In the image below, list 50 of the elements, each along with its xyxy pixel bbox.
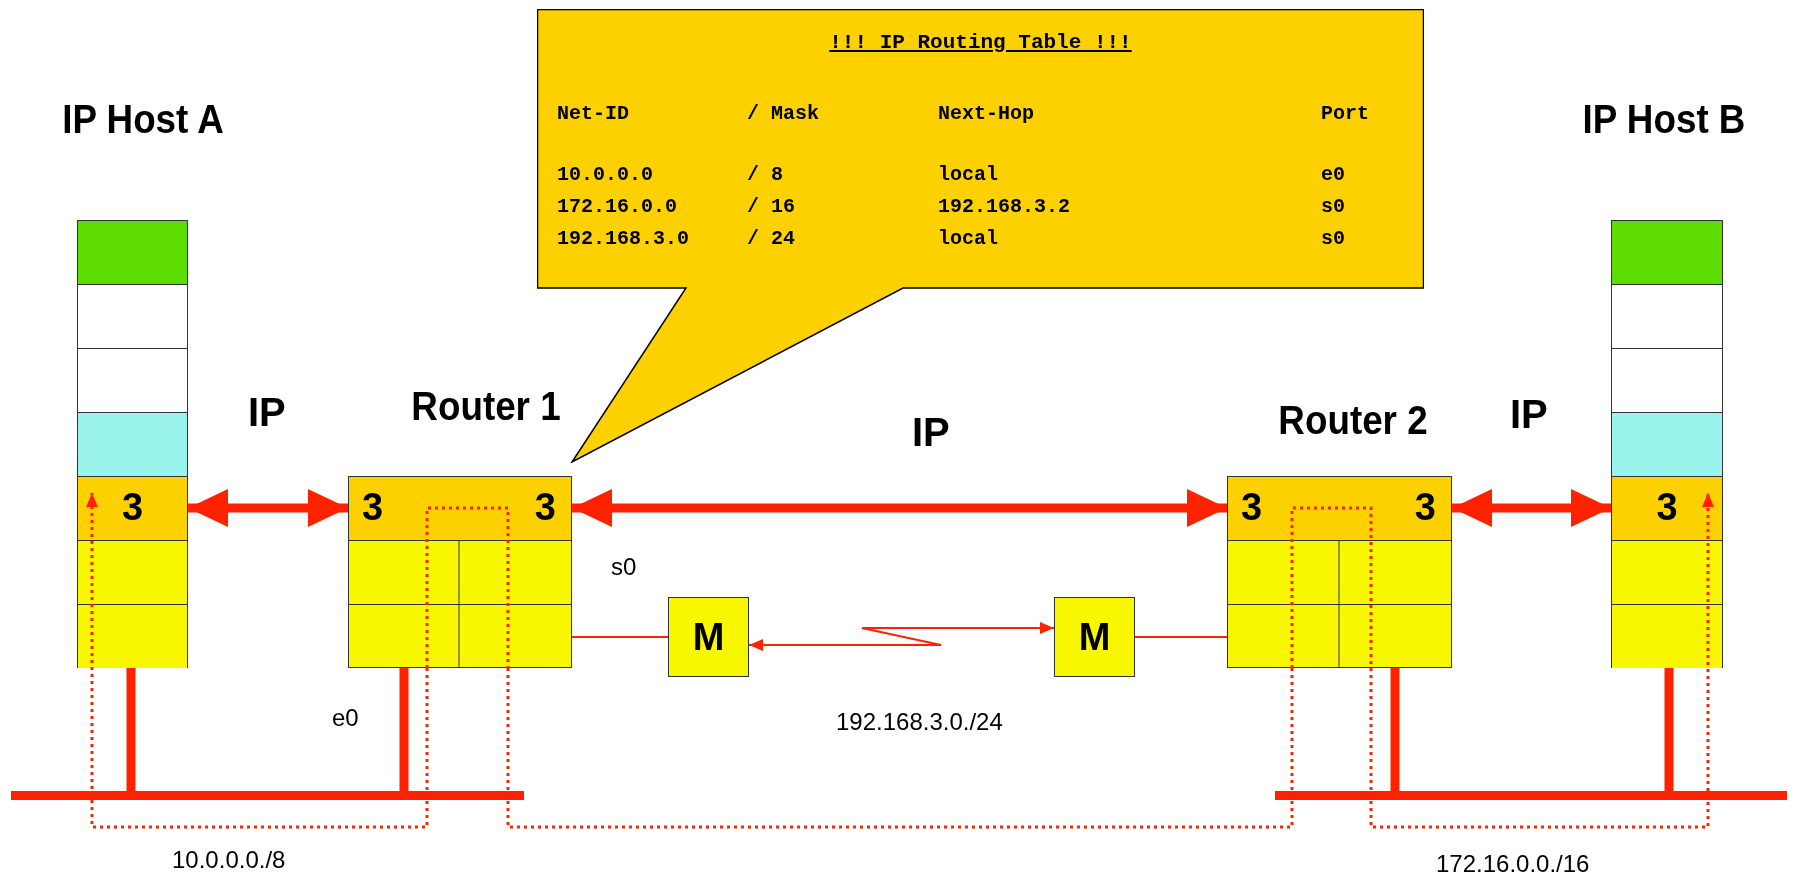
layer-number: 3 [534,487,556,527]
table-cell: s0 [1321,227,1345,251]
link-line [1390,668,1400,791]
modem-box [668,597,749,677]
network-bus [1275,791,1787,800]
modem-letter: M [691,617,726,657]
link-line [571,636,669,638]
table-header: Next-Hop [938,102,1034,126]
modem-box [1054,597,1135,677]
table-cell: 192.168.3.2 [938,195,1071,219]
router-label: Router 2 [1277,397,1429,443]
table-cell: 172.16.0.0 [557,195,678,219]
network-label: e0 [332,704,359,732]
arrow [1452,489,1611,527]
table-cell: local [938,163,998,187]
packet-path-arrow [86,493,429,829]
network-label: 172.16.0.0./16 [1436,850,1590,878]
table-cell: e0 [1321,163,1345,187]
table-title: !!! IP Routing Table !!! [828,31,1133,55]
network-label: 192.168.3.0./24 [836,708,1003,736]
link-line [399,668,409,791]
modem-letter: M [1077,617,1112,657]
host-label: IP Host B [1581,96,1747,142]
table-header: Net-ID [557,102,629,126]
layer-number: 3 [1655,487,1679,527]
serial-link-arrow [748,622,1055,651]
link-line [126,668,136,791]
layer-number: 3 [362,487,384,527]
table-cell: local [938,227,998,251]
table-cell: s0 [1321,195,1345,219]
link-line [1664,668,1674,791]
arrow [188,489,348,527]
arrow [572,489,1227,527]
host-label: IP Host A [61,96,225,142]
table-header: Port [1321,102,1369,126]
table-cell: / 24 [747,227,795,251]
table-cell: 10.0.0.0 [557,163,653,187]
network-label: 10.0.0.0./8 [172,846,286,874]
network-bus [11,791,524,800]
table-header: / Mask [747,102,819,126]
layer-number: 3 [1414,487,1436,527]
network-label: s0 [611,553,637,581]
layer-number: 3 [120,487,145,527]
layer-number: 3 [1241,487,1263,527]
table-cell: / 16 [747,195,795,219]
router-label: Router 1 [410,383,562,429]
link-line [1134,636,1228,638]
table-cell: / 8 [747,163,783,187]
table-cell: 192.168.3.0 [557,227,690,251]
packet-path-arrow [1369,493,1714,829]
